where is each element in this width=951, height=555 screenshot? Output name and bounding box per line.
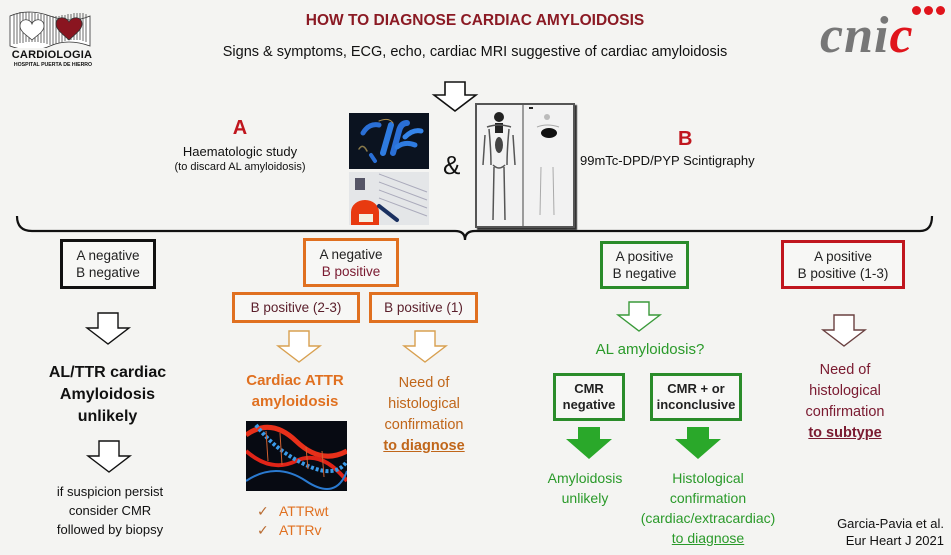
logo-dot-icon [912, 6, 921, 15]
branch-label-b: B positive (1-3) [797, 265, 889, 281]
stage-a-letter: A [232, 117, 248, 139]
outcome-emphasis: to diagnose [671, 530, 745, 546]
logo-dot-icon [924, 6, 933, 15]
outcome-cardiac-attr: Cardiac ATTR amyloidosis [225, 370, 365, 412]
outcome-line: (cardiac/extracardiac) [640, 510, 776, 526]
green-down-arrow-icon [566, 427, 612, 459]
down-arrow-icon [275, 330, 323, 363]
outcome-amyloidosis-unlikely-al: Amyloidosis unlikely [530, 468, 640, 508]
blood-test-image [349, 172, 429, 225]
logo-text-red: c [889, 7, 914, 64]
branch-label-a: A positive [814, 248, 872, 264]
ampersand-connector: & [443, 150, 461, 180]
down-arrow-icon [615, 301, 663, 332]
outcome-line: Need of [398, 375, 450, 391]
branch-neg-neg-box: A negative B negative [60, 239, 156, 289]
stage-b: B 99mTc-DPD/PYP Scintigraphy [580, 128, 800, 168]
stage-b-letter: B [678, 128, 693, 150]
cmr-negative-box: CMR negative [553, 373, 625, 421]
outcome-need-histology-subtype: Need of histological confirmation to sub… [785, 360, 905, 444]
branch-label-b: B positive [321, 263, 381, 279]
outcome-line: confirmation [805, 404, 885, 420]
cmr-label: negative [562, 397, 616, 412]
down-arrow-icon [431, 81, 479, 113]
citation-journal: Eur Heart J 2021 [845, 533, 944, 548]
branch-pos-pos-box: A positive B positive (1-3) [781, 240, 905, 289]
attr-type-label: ATTRwt [279, 503, 329, 519]
check-icon: ✓ [257, 522, 269, 538]
stage-a-description: Haematologic study [182, 144, 298, 159]
outcome-line: confirmation [384, 417, 464, 433]
outcome-emphasis: to diagnose [383, 438, 465, 454]
outcome-line: Amyloidosis [547, 470, 623, 486]
branch-neg-pos-box: A negative B positive [303, 238, 399, 287]
citation-authors: Garcia-Pavia et al. [837, 516, 944, 531]
cmr-label: inconclusive [656, 397, 736, 412]
al-amyloidosis-question: AL amyloidosis? [595, 341, 705, 358]
heart-logo-icon [9, 11, 91, 48]
cmr-label: CMR + or [667, 381, 725, 396]
citation: Garcia-Pavia et al. Eur Heart J 2021 [812, 515, 951, 549]
followup-line: if suspicion persist [56, 484, 164, 499]
outcome-emphasis: to subtype [808, 425, 882, 441]
down-arrow-icon [85, 440, 133, 473]
stage-a: A Haematologic study (to discard AL amyl… [140, 117, 340, 173]
sub-branch-label: B positive (1) [384, 300, 463, 315]
branch-label-a: A negative [319, 246, 383, 262]
down-arrow-icon [84, 312, 132, 345]
outcome-amyloidosis-unlikely: AL/TTR cardiac Amyloidosis unlikely [20, 362, 195, 428]
outcome-line: unlikely [561, 490, 609, 506]
followup-note: if suspicion persist consider CMR follow… [25, 482, 195, 539]
branch-label-b: B negative [76, 265, 140, 280]
cardiologia-logo: CARDIOLOGIA HOSPITAL PUERTA DE HIERRO [4, 8, 96, 68]
logo-text-gray: cni [820, 7, 890, 64]
followup-line: followed by biopsy [56, 522, 164, 537]
branch-label-a: A positive [615, 249, 674, 264]
green-down-arrow-icon [675, 427, 721, 459]
logo-dot-icon [936, 6, 945, 15]
chromosomes-image [349, 113, 429, 169]
stage-a-note: (to discard AL amyloidosis) [174, 161, 306, 173]
cmr-positive-box: CMR + or inconclusive [650, 373, 742, 421]
outcome-line: Cardiac ATTR [246, 372, 344, 389]
outcome-need-histology-diagnose: Need of histological confirmation to dia… [365, 373, 483, 457]
page-subtitle: Signs & symptoms, ECG, echo, cardiac MRI… [222, 44, 728, 60]
attr-types-list: ✓ ATTRwt ✓ ATTRv [257, 502, 357, 540]
outcome-line: Need of [819, 362, 871, 378]
branch-label-b: B negative [612, 266, 677, 281]
check-icon: ✓ [257, 503, 269, 519]
dna-helix-image [246, 421, 347, 491]
cmr-label: CMR [574, 381, 604, 396]
outcome-line: Amyloidosis [59, 386, 156, 403]
scintigraphy-image [475, 103, 575, 228]
logo-title: CARDIOLOGIA [11, 49, 93, 61]
page-title: HOW TO DIAGNOSE CARDIAC AMYLOIDOSIS [305, 12, 645, 29]
outcome-line: confirmation [669, 490, 747, 506]
down-arrow-icon [820, 314, 868, 347]
cnic-logo: cnic [818, 4, 951, 64]
attr-type-item: ✓ ATTRv [257, 521, 357, 540]
logo-subtitle: HOSPITAL PUERTA DE HIERRO [13, 62, 93, 68]
b-positive-1-box: B positive (1) [369, 292, 478, 323]
b-positive-2-3-box: B positive (2-3) [232, 292, 360, 323]
outcome-line: histological [809, 383, 881, 399]
outcome-line: AL/TTR cardiac [48, 364, 167, 381]
outcome-histological-confirmation: Histological confirmation (cardiac/extra… [638, 468, 778, 548]
outcome-line: amyloidosis [251, 393, 339, 410]
attr-type-item: ✓ ATTRwt [257, 502, 357, 521]
stage-b-description: 99mTc-DPD/PYP Scintigraphy [580, 153, 755, 168]
branch-pos-neg-box: A positive B negative [600, 241, 689, 289]
outcome-line: histological [388, 396, 460, 412]
followup-line: consider CMR [68, 503, 152, 518]
outcome-line: Histological [672, 470, 744, 486]
down-arrow-icon [401, 330, 449, 363]
sub-branch-label: B positive (2-3) [250, 300, 342, 315]
attr-type-label: ATTRv [279, 522, 322, 538]
outcome-line: unlikely [77, 408, 138, 425]
branch-label-a: A negative [76, 248, 140, 263]
